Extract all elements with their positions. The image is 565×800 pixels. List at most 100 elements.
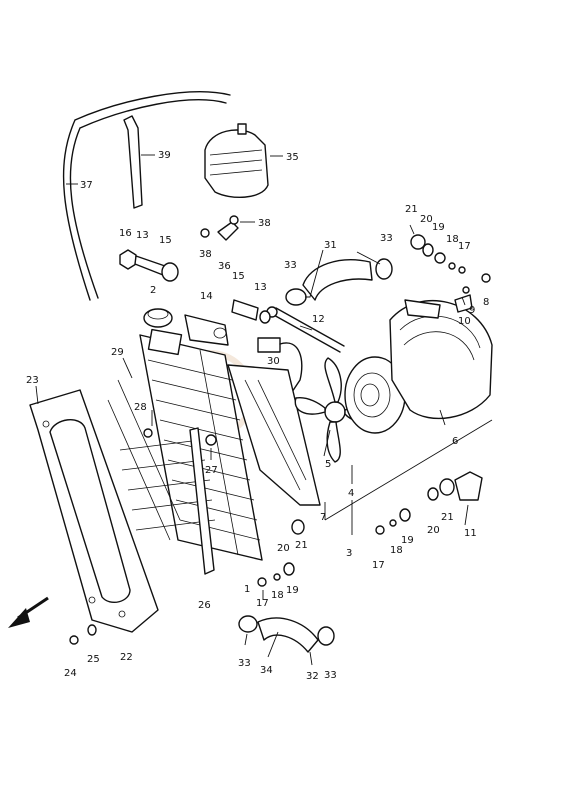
screw bbox=[257, 577, 267, 587]
stay-right bbox=[454, 471, 483, 501]
screw bbox=[143, 428, 153, 438]
callout-33a: 33 bbox=[380, 233, 393, 244]
callout-25: 25 bbox=[87, 654, 100, 665]
callout-24: 24 bbox=[64, 668, 77, 679]
collar bbox=[427, 487, 439, 501]
callout-5: 5 bbox=[325, 459, 331, 470]
washer bbox=[389, 519, 397, 527]
upper-fasteners bbox=[410, 234, 491, 313]
radiator-cap bbox=[143, 308, 173, 328]
radiator-louvers bbox=[107, 379, 216, 541]
callout-18b: 18 bbox=[271, 590, 284, 601]
hose-clamp bbox=[375, 258, 393, 280]
callout-2: 2 bbox=[150, 285, 156, 296]
upper-hose bbox=[302, 259, 373, 301]
leader-lines bbox=[35, 154, 469, 666]
hose-clamp bbox=[317, 626, 335, 646]
callout-38a: 38 bbox=[258, 218, 271, 229]
screw bbox=[205, 434, 217, 446]
callout-8: 8 bbox=[483, 297, 489, 308]
hose-clip bbox=[123, 115, 143, 209]
callout-20b: 20 bbox=[277, 543, 290, 554]
washer bbox=[87, 624, 97, 636]
callout-39: 39 bbox=[158, 150, 171, 161]
clamp-small bbox=[229, 215, 239, 225]
callout-38b: 38 bbox=[199, 249, 212, 260]
hose-fitting bbox=[217, 221, 239, 241]
washer bbox=[259, 310, 271, 324]
long-bolt bbox=[271, 307, 345, 353]
callout-4: 4 bbox=[348, 488, 354, 499]
callout-13b: 13 bbox=[254, 282, 267, 293]
hose-clamp bbox=[285, 288, 307, 306]
callout-labels: 1 2 3 4 5 6 7 8 9 10 11 12 13 13 14 15 1… bbox=[26, 150, 489, 682]
callout-36: 36 bbox=[218, 261, 231, 272]
callout-17a: 17 bbox=[458, 241, 471, 252]
clamp-small bbox=[200, 228, 210, 238]
callout-13a: 13 bbox=[136, 230, 149, 241]
bracket-hole bbox=[213, 327, 227, 339]
bush-right bbox=[231, 299, 259, 321]
side-stay bbox=[189, 427, 215, 575]
callout-19c: 19 bbox=[401, 535, 414, 546]
callout-27: 27 bbox=[205, 465, 218, 476]
thermo-switch bbox=[257, 337, 303, 396]
callout-15b: 15 bbox=[232, 271, 245, 282]
callout-28: 28 bbox=[134, 402, 147, 413]
callout-11: 11 bbox=[464, 528, 477, 539]
front-direction-arrow bbox=[8, 596, 49, 628]
callout-29: 29 bbox=[111, 347, 124, 358]
callout-6: 6 bbox=[452, 436, 458, 447]
callout-12: 12 bbox=[312, 314, 325, 325]
callout-1: 1 bbox=[244, 584, 250, 595]
callout-16: 16 bbox=[119, 228, 132, 239]
grommet bbox=[283, 562, 295, 576]
upper-bracket bbox=[184, 314, 229, 346]
washer bbox=[273, 573, 281, 581]
callout-30: 30 bbox=[267, 356, 280, 367]
lower-hose bbox=[257, 617, 319, 653]
callout-7: 7 bbox=[320, 512, 326, 523]
callout-31: 31 bbox=[324, 240, 337, 251]
screw bbox=[375, 525, 385, 535]
overflow-hose bbox=[62, 91, 231, 301]
mount-bolt-left bbox=[119, 249, 179, 282]
callout-34: 34 bbox=[260, 665, 273, 676]
radiator-shroud-frame bbox=[29, 389, 159, 633]
grommet bbox=[291, 519, 305, 535]
callout-22: 22 bbox=[120, 652, 133, 663]
fan-cover-grille bbox=[244, 379, 307, 491]
callout-33c: 33 bbox=[238, 658, 251, 669]
callout-18a: 18 bbox=[446, 234, 459, 245]
callout-35: 35 bbox=[286, 152, 299, 163]
callout-26: 26 bbox=[198, 600, 211, 611]
callout-10: 10 bbox=[458, 316, 471, 327]
callout-15a: 15 bbox=[159, 235, 172, 246]
callout-19a: 19 bbox=[432, 222, 445, 233]
callout-37: 37 bbox=[80, 180, 93, 191]
screw bbox=[69, 635, 79, 645]
fan-cover bbox=[227, 364, 321, 506]
callout-17c: 17 bbox=[372, 560, 385, 571]
callout-23: 23 bbox=[26, 375, 39, 386]
callout-9: 9 bbox=[469, 305, 475, 316]
callout-21a: 21 bbox=[405, 204, 418, 215]
callout-14: 14 bbox=[200, 291, 213, 302]
callout-32: 32 bbox=[306, 671, 319, 682]
callout-17b: 17 bbox=[256, 598, 269, 609]
callout-21c: 21 bbox=[441, 512, 454, 523]
radiator-core bbox=[139, 328, 263, 561]
callout-21b: 21 bbox=[295, 540, 308, 551]
grommet bbox=[399, 508, 411, 522]
callout-20c: 20 bbox=[427, 525, 440, 536]
reservoir-tank bbox=[204, 123, 269, 199]
radiator-cap-top bbox=[147, 308, 169, 320]
callout-33b: 33 bbox=[284, 260, 297, 271]
callout-18c: 18 bbox=[390, 545, 403, 556]
fan-shroud bbox=[389, 299, 493, 420]
callout-3: 3 bbox=[346, 548, 352, 559]
grommet bbox=[439, 478, 455, 496]
hose-clamp bbox=[238, 615, 258, 633]
callout-33d: 33 bbox=[324, 670, 337, 681]
